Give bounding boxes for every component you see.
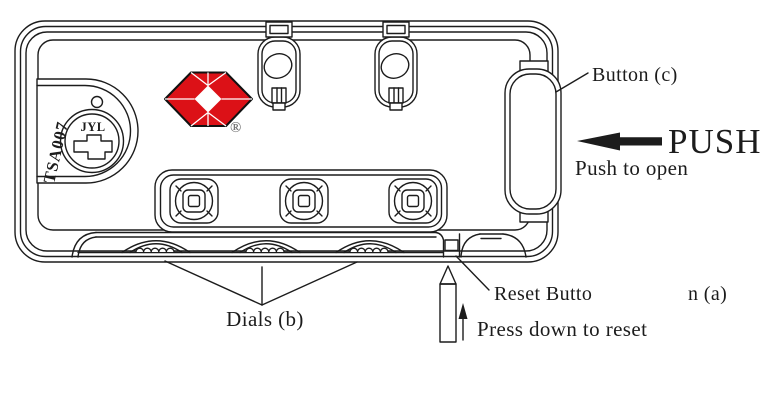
- key-cylinder-inner: [64, 113, 120, 169]
- up-arrow-icon: [458, 303, 468, 341]
- latch-post-left: [257, 21, 301, 111]
- dials-label: Dials (b): [226, 307, 304, 331]
- travel-sentry-logo: ®: [164, 71, 253, 136]
- side-button-inner: [509, 73, 557, 210]
- keyhole-housing: JYL TSA007: [36, 78, 139, 185]
- dials-leader-lines: [164, 260, 358, 306]
- latch-hole: [380, 53, 410, 79]
- push-caption: Push to open: [575, 156, 688, 180]
- latch-post-right: [374, 21, 418, 111]
- dial-teeth: [349, 247, 389, 253]
- rail-right-arc: [460, 233, 481, 258]
- dial-3[interactable]: [335, 240, 405, 254]
- reset-button[interactable]: [444, 239, 459, 252]
- latch-rib-block: [388, 87, 404, 104]
- dial-rail: [71, 231, 527, 258]
- rivet-1: [169, 178, 219, 224]
- side-button-outline: [504, 68, 562, 215]
- latch-rib-block: [271, 87, 287, 104]
- logo-center-diamond: [194, 85, 222, 113]
- pin-hole: [90, 95, 104, 109]
- button-label: Button (c): [592, 64, 678, 86]
- reset-label-right: n (a): [688, 283, 727, 305]
- button-leader-line: [555, 72, 589, 93]
- reset-caption: Press down to reset: [477, 317, 647, 341]
- side-button[interactable]: [504, 60, 562, 223]
- latch-hole: [263, 53, 293, 79]
- rivet-panel: [154, 169, 448, 233]
- dial-teeth: [245, 247, 285, 253]
- push-word: PUSH: [668, 122, 761, 161]
- rail-left-hook-inner: [77, 236, 97, 258]
- latch-tab-inner: [386, 24, 406, 35]
- dial-2[interactable]: [231, 240, 301, 254]
- dial-1[interactable]: [121, 240, 191, 254]
- latch-foot: [272, 102, 286, 111]
- rail-right-hook: [502, 233, 527, 258]
- rivet-2: [279, 178, 329, 224]
- latch-tab-inner: [269, 24, 289, 35]
- push-arrow-icon: [577, 132, 662, 151]
- logo-facets: [165, 71, 252, 127]
- rail-left-hook: [71, 231, 97, 258]
- registered-trademark: ®: [230, 120, 241, 136]
- dial-teeth: [135, 247, 175, 253]
- pen-icon: [439, 265, 457, 343]
- keyhole-bulge-inner: [36, 84, 132, 178]
- rivet-panel-inner: [159, 174, 443, 228]
- reset-label-left: Reset Butto: [494, 283, 592, 305]
- latch-foot: [389, 102, 403, 111]
- rivet-3: [388, 178, 438, 224]
- brand-marking: JYL: [80, 120, 105, 134]
- key-slot[interactable]: [73, 134, 113, 160]
- reset-leader-line: [455, 255, 490, 291]
- reset-button-notch: [435, 231, 461, 258]
